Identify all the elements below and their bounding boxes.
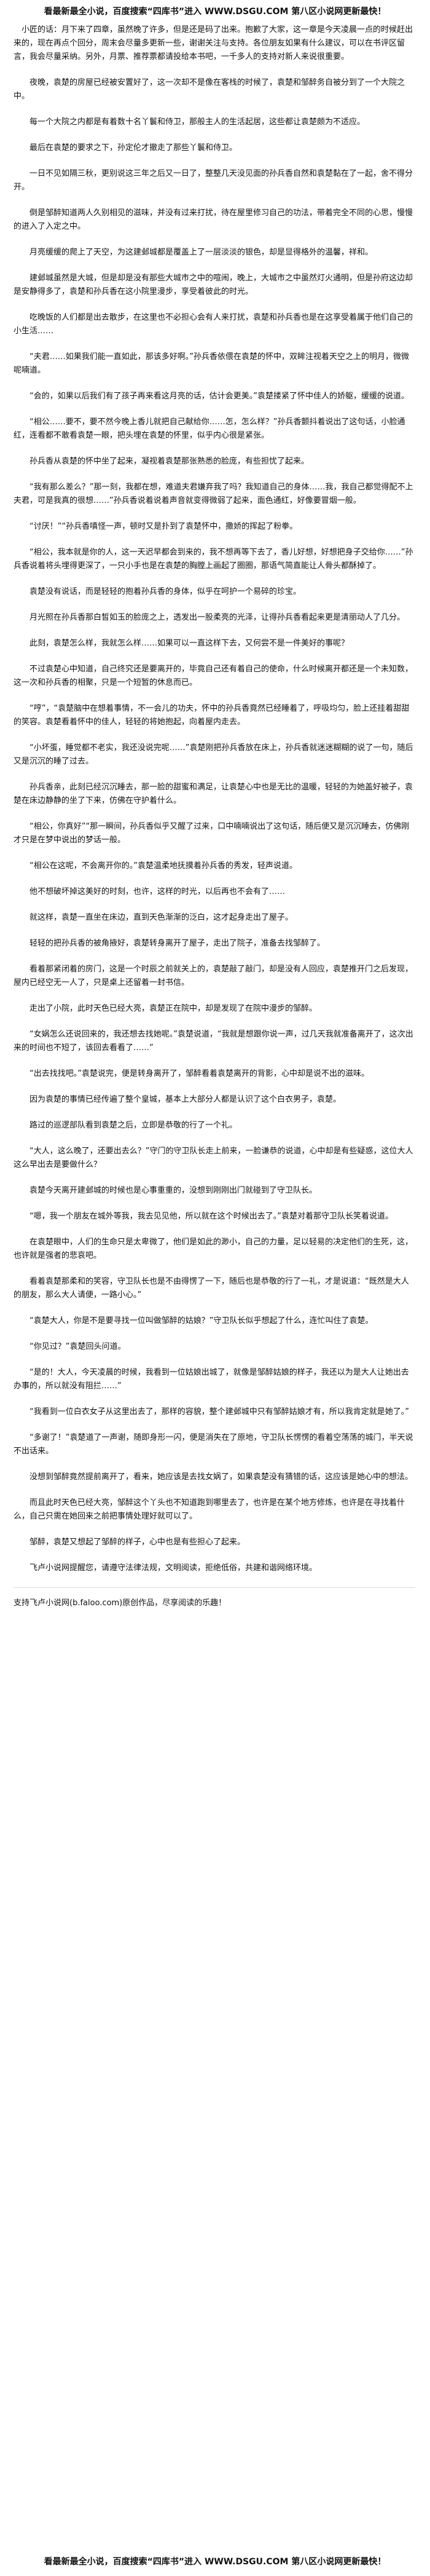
paragraph: 夜晚，袁楚的房屋已经被安置好了，这一次却不是像在客栈的时候了，袁楚和邹醉务自被分… xyxy=(14,78,405,101)
paragraph: 看着袁楚那柔和的笑容，守卫队长也是不由得愣了一下，随后也是恭敬的行了一礼，才是说… xyxy=(14,1277,409,1300)
paragraph: 此刻，袁楚怎么样，我就怎么样……如果可以一直这样下去，又何尝不是一件美好的事呢？ xyxy=(29,639,350,648)
paragraph: 小匠的话：月下来了四章，虽然晚了许多，但是还是码了出来。抱歉了大家，这一章是今天… xyxy=(14,25,413,61)
paragraph: “我看到一位白衣女子从这里出去了，那样的容貌，整个建邺城中只有邹醉姑娘才有，所以… xyxy=(29,1407,409,1416)
paragraph: “多谢了！”袁楚道了一声谢，随即身形一闪，便是消失在了原地，守卫队长愣愣的看着空… xyxy=(14,1433,413,1456)
bottom-banner[interactable]: 看最新最全小说，百度搜索“四库书”进入 WWW.DSGU.COM 第八区小说网更… xyxy=(44,2557,386,2567)
paragraph: 走出了小院，此时天色已经大亮，袁楚正在院中，却是发现了在院中漫步的邹醉。 xyxy=(29,1004,318,1013)
paragraph: 一日不见如隔三秋，更别说这三年之后又一日了，整整几天没见面的孙兵香自然和袁楚黏在… xyxy=(14,169,413,192)
paragraph: “小坏蛋，睡觉都不老实，我还没说完呢……”袁楚刚把孙兵香放在床上，孙兵香就迷迷糊… xyxy=(14,743,413,766)
paragraph: 轻轻的把孙兵香的被角掖好，袁楚转身离开了屋子，走出了院子，准备去找邹醉了。 xyxy=(29,939,326,948)
paragraph: “相公在这呢，不会离开你的。”袁楚温柔地抚摸着孙兵香的秀发，轻声说道。 xyxy=(29,861,297,871)
paragraph: 飞卢小说网提醒您，请遵守法律法规，文明阅读，拒绝低俗，共建和谐网络环境。 xyxy=(29,1563,318,1573)
paragraph: 邹醉，袁楚又想起了邹醉的样子，心中也是有些担心了起来。 xyxy=(29,1538,246,1547)
paragraph: 袁楚今天离开建邺城的时候也是心事重重的，没想到刚刚出门就碰到了守卫队长。 xyxy=(29,1186,318,1195)
paragraph: “女娲怎么还说回来的，我还想去找她呢。”袁楚说道，“我就是想跟你说一声，过几天我… xyxy=(14,1030,413,1053)
paragraph: 在袁楚眼中，人们的生命只是太卑微了，他们是如此的渺小，自己的力量，足以轻易的决定… xyxy=(14,1238,413,1260)
paragraph: “讨厌！”“孙兵香嗔怪一声，顿时又是扑到了袁楚怀中，撒娇的挥起了粉拳。 xyxy=(29,522,298,531)
paragraph: 孙兵香亲，此刻已经沉沉睡去，那一脸的甜蜜和满足，让袁楚心中也是无比的温暖，轻轻的… xyxy=(14,783,413,805)
paragraph: 看着那紧闭着的房门，这是一个时辰之前就关上的，袁楚敲了敲门，却是没有人回应，袁楚… xyxy=(14,965,413,987)
paragraph: 不过袁楚心中知道，自己终究还是要离开的，毕竟自己还有着自己的使命，什么时候离开都… xyxy=(14,665,413,687)
paragraph: 月亮缓缓的爬上了天空，为这建邺城都是覆盖上了一层淡淡的银色，却是显得格外的温馨，… xyxy=(29,248,373,257)
divider xyxy=(14,1587,415,1588)
paragraph: “我有那么差么？”那一刻，我都在想，难道夫君嫌弃我了吗？我知道自己的身体……我，… xyxy=(14,483,413,505)
paragraph: 每一个大院之内都是有着数十名丫鬟和侍卫，那般主人的生活起居，这些都让袁楚颇为不适… xyxy=(29,117,366,127)
paragraph: “相公，你真好”“那一瞬间，孙兵香似乎又醒了过来，口中喃喃说出了这句话，随后便又… xyxy=(14,822,410,845)
paragraph: 因为袁楚的事情已经传遍了整个皇城，基本上大部分人都是认识了这个白衣男子，袁楚。 xyxy=(29,1095,342,1104)
paragraph: 孙兵香从袁楚的怀中坐了起来，凝视着袁楚那张熟悉的脸庞，有些担忧了起来。 xyxy=(29,457,310,466)
paragraph: 吃晚饭的人们都是出去散步，在这里也不必担心会有人来打扰，袁楚和孙兵香也是在这享受… xyxy=(14,313,413,336)
paragraph: “哼”，“袁楚脑中在想着事情，不一会儿的功夫，怀中的孙兵香竟然已经睡着了，呼吸均… xyxy=(14,704,410,727)
paragraph: “出去找找吧。”袁楚说完，便是转身离开了，邹醉看着袁楚离开的背影，心中却是说不出… xyxy=(29,1069,369,1078)
paragraph: “袁楚大人，你是不是要寻找一位叫做邹醉的姑娘？”守卫队长似乎想起了什么，连忙叫住… xyxy=(29,1316,373,1326)
paragraph: “嗯，我一个朋友在城外等我，我去见见他，所以就在这个时候出去了。”袁楚对着那守卫… xyxy=(29,1212,393,1221)
chapter-content: 小匠的话：月下来了四章，虽然晚了许多，但是还是码了出来。抱歉了大家，这一章是今天… xyxy=(14,23,415,2549)
paragraph: 月光照在孙兵香那白皙如玉的脸庞之上，透发出一股柔亮的光泽，让得孙兵香看起来更是清… xyxy=(29,613,405,622)
paragraph: 倒是邹醉知道两人久别相见的滋味，并没有过来打扰，待在屋里修习自己的功法，带着完全… xyxy=(14,208,413,231)
paragraph: 最后在袁楚的要求之下，孙定伦才撤走了那些丫鬟和侍卫。 xyxy=(29,143,238,152)
paragraph: 路过的巡逻部队看到袁楚之后，立即是恭敬的行了一个礼。 xyxy=(29,1121,238,1130)
paragraph: “是的！大人，今天凌晨的时候，我看到一位姑娘出城了，就像是邹醉姑娘的样子，我还以… xyxy=(14,1368,409,1391)
paragraph: “你见过？”袁楚回头问道。 xyxy=(29,1342,126,1351)
paragraph: “相公，我本就是你的人，这一天迟早都会到来的，我不想再等下去了，香儿好想，好想把… xyxy=(14,548,413,571)
top-banner[interactable]: 看最新最全小说，百度搜索“四库书”进入 WWW.DSGU.COM 第八区小说网更… xyxy=(44,7,386,17)
footer-note[interactable]: 支持飞卢小说网(b.faloo.com)原创作品，尽享阅读的乐趣！ xyxy=(14,1598,227,1608)
paragraph: 袁楚没有说话，而是轻轻的抱着孙兵香的身体，似乎在呵护一个易碎的珍宝。 xyxy=(29,587,302,596)
paragraph-list: 小匠的话：月下来了四章，虽然晚了许多，但是还是码了出来。抱歉了大家，这一章是今天… xyxy=(14,23,415,1575)
paragraph: “大人，这么晚了，还要出去么？”守门的守卫队长走上前来，一脸谦恭的说道，心中却是… xyxy=(14,1147,413,1169)
paragraph: 他不想破坏掉这美好的时刻，也许，这样的时光，以后再也不会有了…… xyxy=(29,887,286,896)
paragraph: “夫君……如果我们能一直如此，那该多好啊。”孙兵香依偎在袁楚的怀中，双眸注视着天… xyxy=(14,352,409,375)
paragraph: 建邺城虽然是大城，但是却是没有那些大城市之中的喧闹，晚上，大城市之中虽然灯火通明… xyxy=(14,274,413,296)
paragraph: 就这样，袁楚一直坐在床边，直到天色渐渐的泛白，这才起身走出了屋子。 xyxy=(29,913,294,922)
paragraph: “相公……要不，要不然今晚上香儿就把自己献给你……怎，怎么样？”孙兵香颤抖着说出… xyxy=(14,417,405,440)
paragraph: “会的，如果以后我们有了孩子再来看这月亮的话，估计会更美。”袁楚搂紧了怀中佳人的… xyxy=(29,392,409,401)
paragraph: 而且此时天色已经大亮，邹醉这个丫头也不知道跑到哪里去了，也许是在某个地方修炼，也… xyxy=(14,1498,405,1521)
paragraph: 没想到邹醉竟然提前离开了，看来，她应该是去找女娲了，如果袁楚没有猜错的话，这应该… xyxy=(29,1472,413,1482)
